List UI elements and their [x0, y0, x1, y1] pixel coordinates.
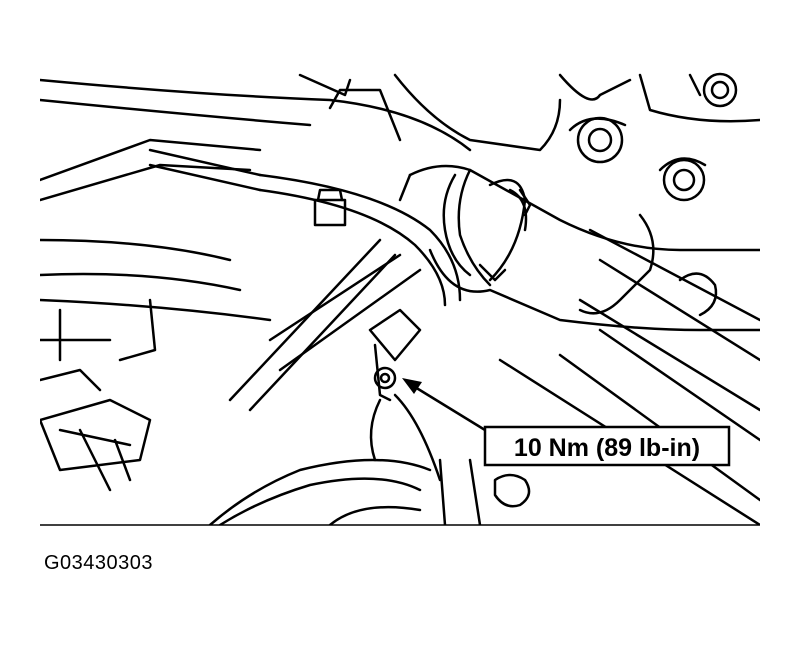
lower-left-bracket [40, 368, 152, 492]
upper-bolt-3 [702, 72, 738, 108]
bracket-bolt [368, 308, 442, 482]
curved-hose [148, 148, 462, 307]
hose-clamp [478, 188, 532, 282]
torque-callout-box: 10 Nm (89 lb-in) [483, 425, 731, 467]
upper-bolt-1 [568, 116, 627, 164]
upper-radiator-hose [398, 164, 760, 332]
lower-fitting [493, 473, 531, 508]
diagonal-tube [228, 238, 422, 412]
figure-identifier: G03430303 [44, 552, 154, 574]
torque-callout-label: 10 Nm (89 lb-in) [514, 434, 700, 462]
left-frame-rail [40, 238, 272, 362]
upper-body-panel [40, 73, 760, 202]
upper-bolt-2 [658, 157, 707, 202]
callout-leader-arrow [402, 378, 486, 432]
flange-bolt [313, 188, 347, 227]
right-tube-bundle [498, 213, 760, 525]
wiring-harness [208, 458, 482, 525]
